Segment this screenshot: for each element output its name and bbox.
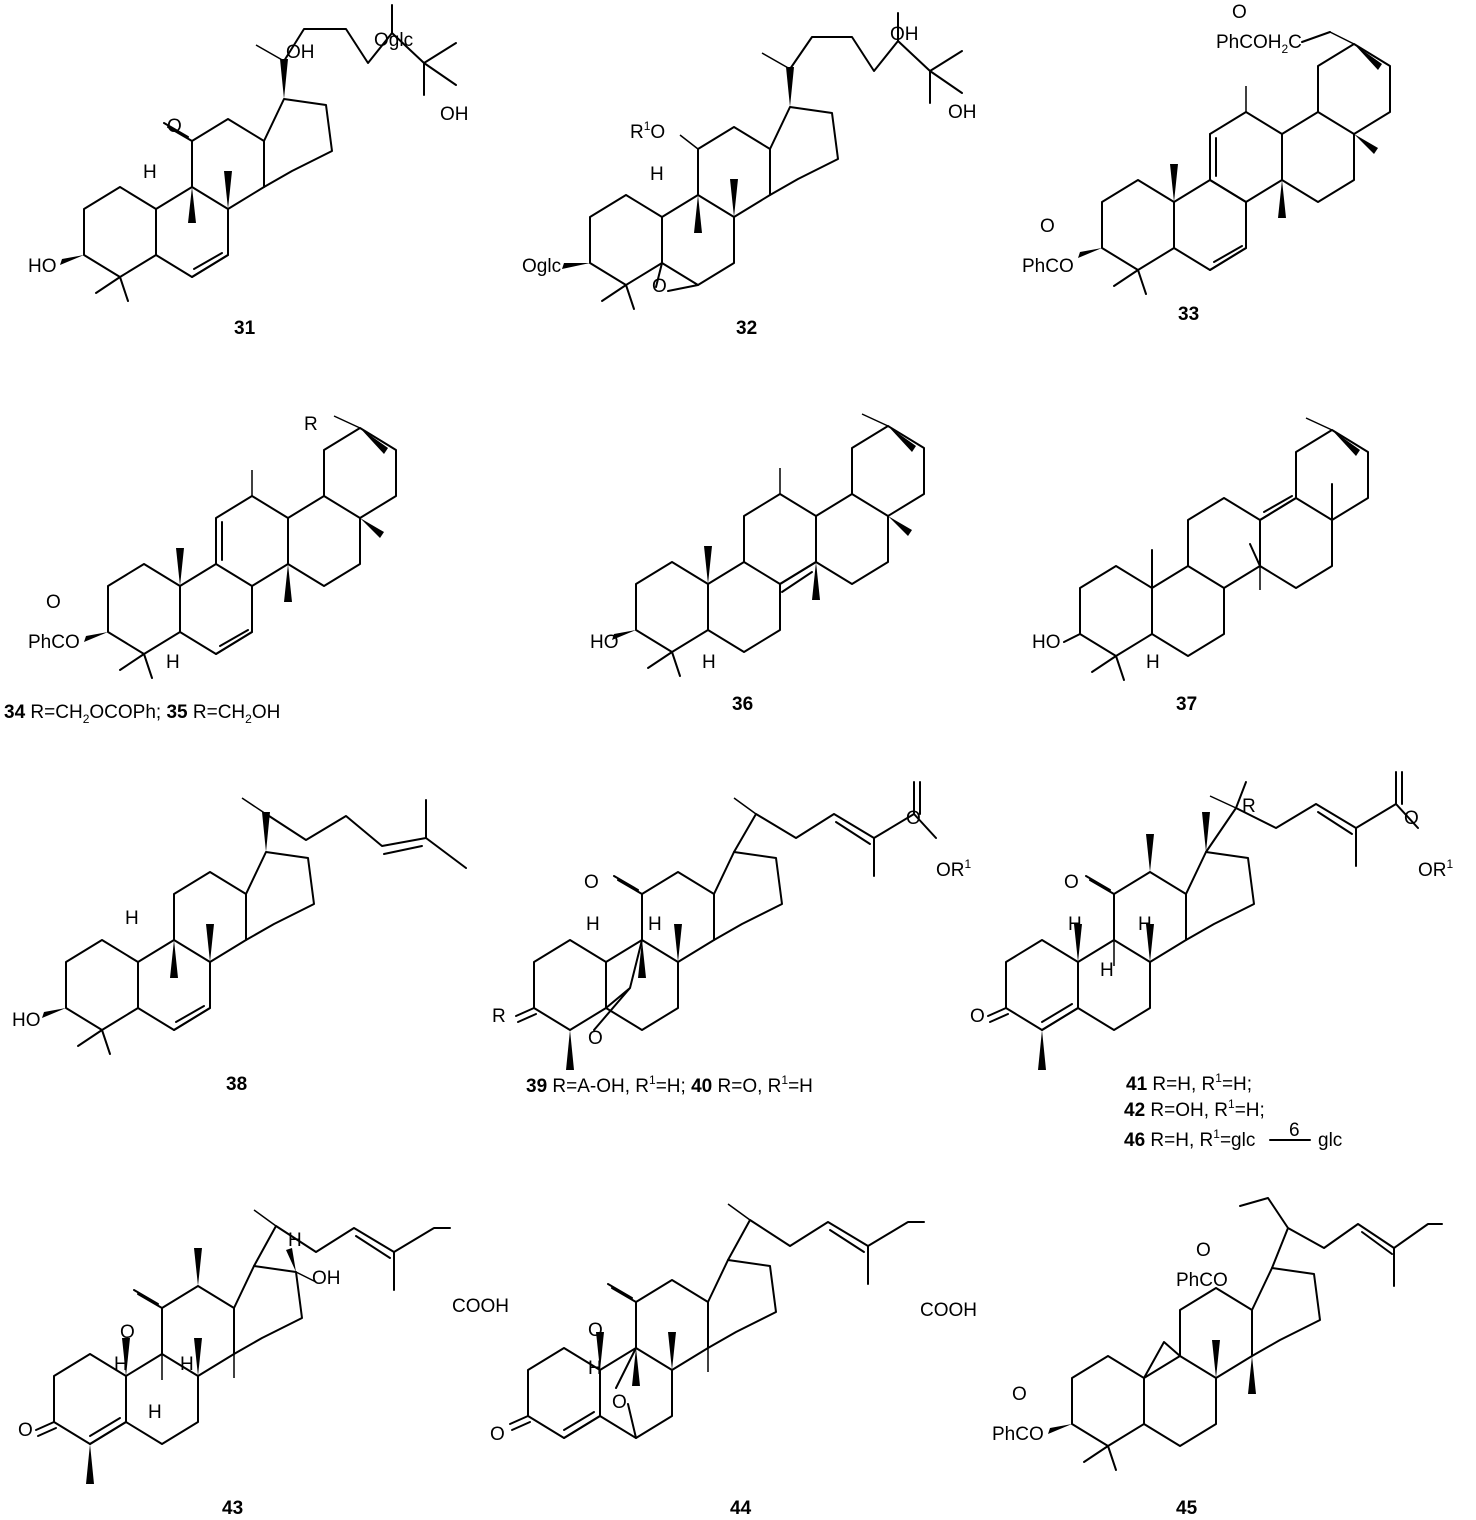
atom-r-39: R — [492, 1006, 506, 1027]
atom-o-44: O — [490, 1424, 505, 1445]
glycoside-link-46: 6 — [1289, 1120, 1300, 1141]
atom-oh-31b: OH — [440, 104, 469, 125]
atom-epoxide-o-32: O — [652, 276, 667, 297]
atom-h-41b: H — [1138, 914, 1152, 935]
caption-34-35: 34 R=CH2OCOPh; 35 R=CH2OH — [4, 702, 280, 726]
structure-41-42-46 — [987, 771, 1419, 1070]
atom-oh-32a: OH — [890, 24, 919, 45]
compound-number-31: 31 — [234, 318, 256, 339]
atom-r-41: R — [1242, 796, 1256, 817]
structure-45 — [1048, 1197, 1443, 1471]
atom-ketone-o-44: O — [588, 1320, 603, 1341]
atom-h-43c: H — [148, 1402, 162, 1423]
atom-oglc-31: Oglc — [374, 30, 413, 51]
structure-32 — [562, 12, 963, 310]
atom-r-34: R — [304, 414, 318, 435]
structure-39-40 — [515, 781, 937, 1070]
structure-43 — [35, 1209, 451, 1484]
atom-o-41b: O — [1404, 808, 1419, 829]
atom-o-39: O — [588, 1028, 603, 1049]
atom-o-39b: O — [906, 808, 921, 829]
structure-33 — [1078, 31, 1391, 295]
atom-phco-45b: PhCO — [992, 1424, 1044, 1445]
atom-phco-45a: PhCO — [1176, 1270, 1228, 1291]
atom-h-39a: H — [586, 914, 600, 935]
atom-oh-31a: OH — [286, 42, 315, 63]
atom-r1o-32: R1O — [630, 119, 665, 143]
atom-phco-34: PhCO — [28, 632, 80, 653]
caption-46: 46 R=H, R1=glc — [1124, 1127, 1255, 1151]
atom-oh-32b: OH — [948, 102, 977, 123]
atom-h-41c: H — [1100, 960, 1114, 981]
compound-number-33: 33 — [1178, 304, 1199, 325]
atom-ketone-o-31: O — [167, 116, 182, 137]
atom-or1-41: OR1 — [1418, 857, 1454, 881]
structure-36 — [612, 413, 925, 677]
compound-number-36: 36 — [732, 694, 753, 715]
atom-h-43b: H — [180, 1354, 194, 1375]
compound-number-43: 43 — [222, 1498, 243, 1519]
atom-o-34: O — [46, 592, 61, 613]
atom-h-44: H — [588, 1358, 602, 1379]
atom-h-43d: H — [288, 1230, 302, 1251]
atom-h-31: H — [143, 162, 157, 183]
structure-44 — [509, 1203, 925, 1439]
atom-cooh-43: COOH — [452, 1296, 509, 1317]
atom-phcoh2c-33: PhCOH2C — [1216, 32, 1302, 56]
atom-h-36: H — [702, 652, 716, 673]
atom-h-43a: H — [114, 1354, 128, 1375]
atom-h-39b: H — [648, 914, 662, 935]
structure-31 — [60, 4, 457, 302]
atom-o-33b: O — [1040, 216, 1055, 237]
atom-o-33a: O — [1232, 2, 1247, 23]
atom-ho-38: HO — [12, 1010, 41, 1031]
compound-number-45: 45 — [1176, 1498, 1198, 1519]
caption-42: 42 R=OH, R1=H; — [1124, 1097, 1265, 1121]
atom-h-34: H — [166, 652, 180, 673]
atom-oh-43: OH — [312, 1268, 341, 1289]
caption-39-40: 39 R=A-OH, R1=H; 40 R=O, R1=H — [526, 1073, 813, 1097]
atom-ketone-o-39: O — [584, 872, 599, 893]
atom-oglc-32: Oglc — [522, 256, 561, 277]
atom-o-41: O — [970, 1006, 985, 1027]
atom-ho-31: HO — [28, 256, 57, 277]
atom-o-44b: O — [612, 1392, 627, 1413]
structure-34-35 — [84, 415, 397, 679]
atom-ho-36: HO — [590, 632, 619, 653]
atom-h-38: H — [125, 908, 139, 929]
compound-number-32: 32 — [736, 318, 757, 339]
caption-46-glc: glc — [1318, 1130, 1342, 1151]
atom-phco-33: PhCO — [1022, 256, 1074, 277]
atom-h-37: H — [1146, 652, 1160, 673]
atom-h-32: H — [650, 164, 664, 185]
compound-number-37: 37 — [1176, 694, 1197, 715]
atom-ketone-o-43: O — [120, 1322, 135, 1343]
atom-cooh-44: COOH — [920, 1300, 977, 1321]
atom-o-45b: O — [1012, 1384, 1027, 1405]
atom-ho-37: HO — [1032, 632, 1061, 653]
atom-o-43: O — [18, 1420, 33, 1441]
atom-o-45a: O — [1196, 1240, 1211, 1261]
structure-37 — [1063, 417, 1369, 681]
structure-38 — [42, 797, 467, 1055]
caption-41: 41 R=H, R1=H; — [1126, 1071, 1252, 1095]
atom-ketone-o-41: O — [1064, 872, 1079, 893]
atom-or1-39: OR1 — [936, 857, 972, 881]
compound-number-44: 44 — [730, 1498, 752, 1519]
compound-number-38: 38 — [226, 1074, 247, 1095]
atom-h-41a: H — [1068, 914, 1082, 935]
